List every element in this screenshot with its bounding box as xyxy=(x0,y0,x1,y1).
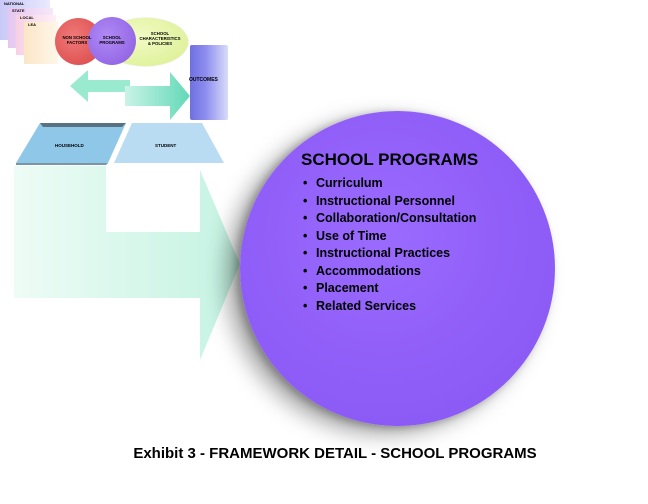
list-item: •Placement xyxy=(303,281,379,295)
household-shape xyxy=(16,123,126,163)
outcomes-label: OUTCOMES xyxy=(189,77,218,83)
level-local-label: LOCAL xyxy=(20,15,34,20)
school-programs-small-label: SCHOOL PROGRAMS xyxy=(99,35,125,45)
left-arrow-shape xyxy=(70,70,130,102)
level-state-label: STATE xyxy=(12,8,25,13)
exhibit-caption: Exhibit 3 - FRAMEWORK DETAIL - SCHOOL PR… xyxy=(133,445,537,462)
right-arrow-shape xyxy=(125,72,190,120)
double-arrow-graphic xyxy=(70,70,190,120)
school-programs-circle xyxy=(240,111,555,426)
student-label: STUDENT xyxy=(155,143,177,148)
program-list: •Curriculum •Instructional Personnel •Co… xyxy=(303,175,476,315)
list-item: •Instructional Personnel xyxy=(303,193,455,208)
list-item: •Instructional Practices xyxy=(303,246,451,260)
school-programs-small-circle xyxy=(88,17,136,65)
level-lea-block xyxy=(24,22,58,64)
household-label: HOUSEHOLD xyxy=(55,143,84,148)
level-national-label: NATIONAL xyxy=(4,1,25,6)
list-item: •Curriculum xyxy=(303,176,383,190)
outcomes-box xyxy=(190,45,228,120)
household-student-bar xyxy=(16,123,224,165)
list-item: •Collaboration/Consultation xyxy=(303,211,477,225)
student-shape xyxy=(114,123,224,163)
list-item: •Accommodations xyxy=(303,263,421,278)
non-school-factors-label: NON SCHOOL FACTORS xyxy=(62,35,92,45)
list-item: •Use of Time xyxy=(303,228,387,243)
level-lea-label: LEA xyxy=(28,22,36,27)
school-characteristics-label: SCHOOL CHARACTERISTICS & POLICIES xyxy=(139,31,181,46)
school-programs-title: SCHOOL PROGRAMS xyxy=(301,150,479,169)
u-turn-arrow xyxy=(14,166,240,360)
list-item: •Related Services xyxy=(303,298,417,313)
